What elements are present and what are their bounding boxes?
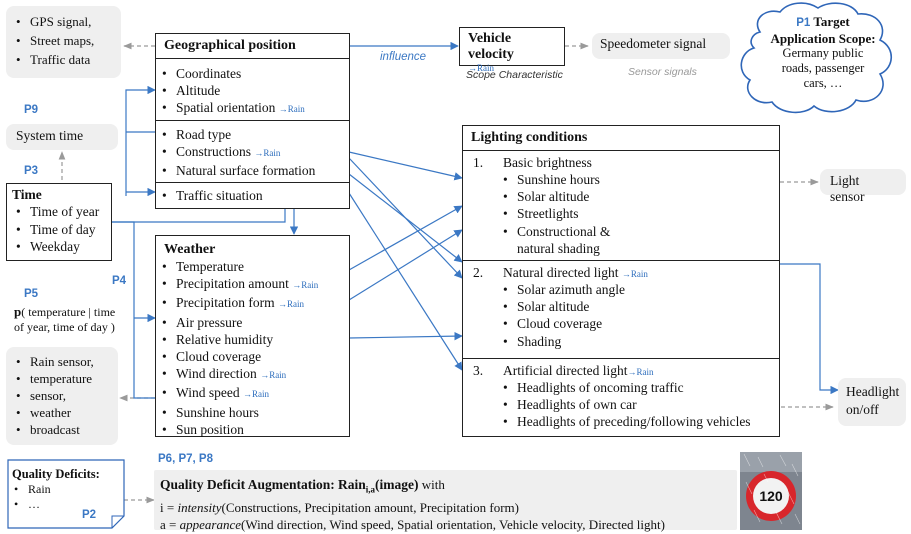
arrow-weather-to-natural [348,331,463,341]
speed-sign-value: 120 [759,488,783,504]
light-sensor-box: Light sensor [820,169,906,204]
lighting-item: Headlights of own car [503,396,779,413]
natural-light-title: Natural directed light [503,265,619,280]
geo-title: Geographical position [164,38,296,53]
weather-item: Wind speed →Rain [162,384,349,403]
sensor-item: broadcast [16,421,114,438]
qda-title-line: Quality Deficit Augmentation: Raini,a(im… [160,477,445,495]
gps-item: GPS signal, [16,12,117,31]
geo-item: Coordinates [162,65,349,82]
speedometer-box: Speedometer signal [592,33,730,59]
geo-item: Spatial orientation →Rain [162,99,349,118]
time-title: Time [12,187,42,202]
weather-item: Sunshine hours [162,404,349,421]
lighting-item: Solar azimuth angle [503,281,779,298]
quality-deficits: Quality Deficits: Rain … [12,467,120,512]
arrow-time-to-geo-box1 [125,85,156,196]
weather-item: Cloud coverage [162,348,349,365]
time-item: Time of day [16,221,106,239]
quality-item: Rain [14,482,120,497]
p1-text-line: cars, … [803,76,843,90]
geo-item: Traffic situation [162,187,349,204]
arrow-lighting-to-headlight [780,263,839,395]
lighting-item: Headlights of preceding/following vehicl… [503,413,779,430]
weather-item: Precipitation form →Rain [162,294,349,313]
geo-item: Natural surface formation [162,162,349,179]
influence-label: influence [380,51,427,63]
weather-item: Relative humidity [162,331,349,348]
p2-tag: P2 [82,509,97,521]
time-box: Time Time of year Time of day Weekday [6,183,112,261]
weather-item: Air pressure [162,314,349,331]
weather-box: Weather Temperature Precipitation amount… [155,235,350,438]
lighting-box: Lighting conditions 1.Basic brightness S… [462,125,780,437]
weather-item: Sun position [162,421,349,438]
lighting-item: Headlights of oncoming traffic [503,379,779,396]
gps-item: Street maps, [16,31,117,50]
velocity-sub: →Rain [468,63,494,73]
velocity-title: Vehicle velocity [468,31,514,62]
geo-item: Road type [162,126,349,143]
p5-tag: P5 [24,288,39,300]
arrow-surface-to-natural [348,173,463,263]
lighting-item: Solar altitude [503,188,779,205]
p678-tag: P6, P7, P8 [158,453,213,465]
arrow-time-to-traffic [112,208,286,223]
gps-item: Traffic data [16,50,117,69]
arrow-weather-to-lighting [348,229,463,301]
system-time-box: System time [6,124,118,150]
p9-tag: P9 [24,104,39,116]
qda-intensity-line: i = intensity(Constructions, Precipitati… [160,499,520,515]
p1-title1: Target [813,14,850,29]
geo-item: Altitude [162,82,349,99]
p1-text-line: roads, passenger [781,61,865,75]
sensor-signals-caption: Sensor signals [628,66,697,78]
scope-characteristic-caption: Scope Characteristic [466,69,563,81]
lighting-item: Solar altitude [503,298,779,315]
weather-item: Wind direction →Rain [162,365,349,384]
weather-item: Precipitation amount →Rain [162,275,349,294]
velocity-box: Vehicle velocity →Rain [459,27,565,73]
p1-tag: P1 [796,17,811,29]
geo-item: Constructions →Rain [162,143,349,162]
gps-box: GPS signal, Street maps, Traffic data [6,6,121,78]
sensor-item: weather [16,404,114,421]
lighting-item: Streetlights [503,205,779,222]
basic-brightness-title: Basic brightness [503,155,592,170]
p3-tag: P3 [24,165,39,177]
sensor-item: sensor, [16,387,114,404]
sensor-item: temperature [16,370,114,387]
lighting-item: Shading [503,333,779,350]
p1-text-line: Germany public [782,46,864,60]
lighting-item: Constructional &natural shading [503,223,779,257]
p1-content: P1 Target Application Scope: Germany pub… [758,14,888,91]
sensor-item: Rain sensor, [16,353,114,370]
weather-item: Temperature [162,258,349,275]
probability-text: p( temperature | time of year, time of d… [14,304,116,334]
rain-augmented-sign-image: 120 [740,452,802,530]
artificial-light-title: Artificial directed light [503,363,628,378]
lighting-item: Cloud coverage [503,315,779,332]
weather-title: Weather [164,242,216,257]
quality-title: Quality Deficits: [12,467,100,481]
qda-box: Quality Deficit Augmentation: Raini,a(im… [154,470,737,532]
arrow-constructions-to-basic [348,151,463,181]
time-item: Weekday [16,238,106,256]
lighting-title: Lighting conditions [471,130,588,145]
p4-tag: P4 [112,275,127,287]
arrow-traffic-to-artificial [348,192,463,371]
quality-item: … [14,497,120,512]
arrow-weather-to-basic [348,205,463,271]
qda-appearance-line: a = appearance(Wind direction, Wind spee… [160,516,665,532]
speed-sign-icon: 120 [740,452,802,530]
geo-box: Geographical position Coordinates Altitu… [155,33,350,209]
time-item: Time of year [16,203,106,221]
lighting-item: Sunshine hours [503,171,779,188]
headlight-box: Headlight on/off [838,378,906,426]
p1-title2: Application Scope: [770,31,876,46]
sensors-box: Rain sensor, temperature sensor, weather… [6,347,118,445]
